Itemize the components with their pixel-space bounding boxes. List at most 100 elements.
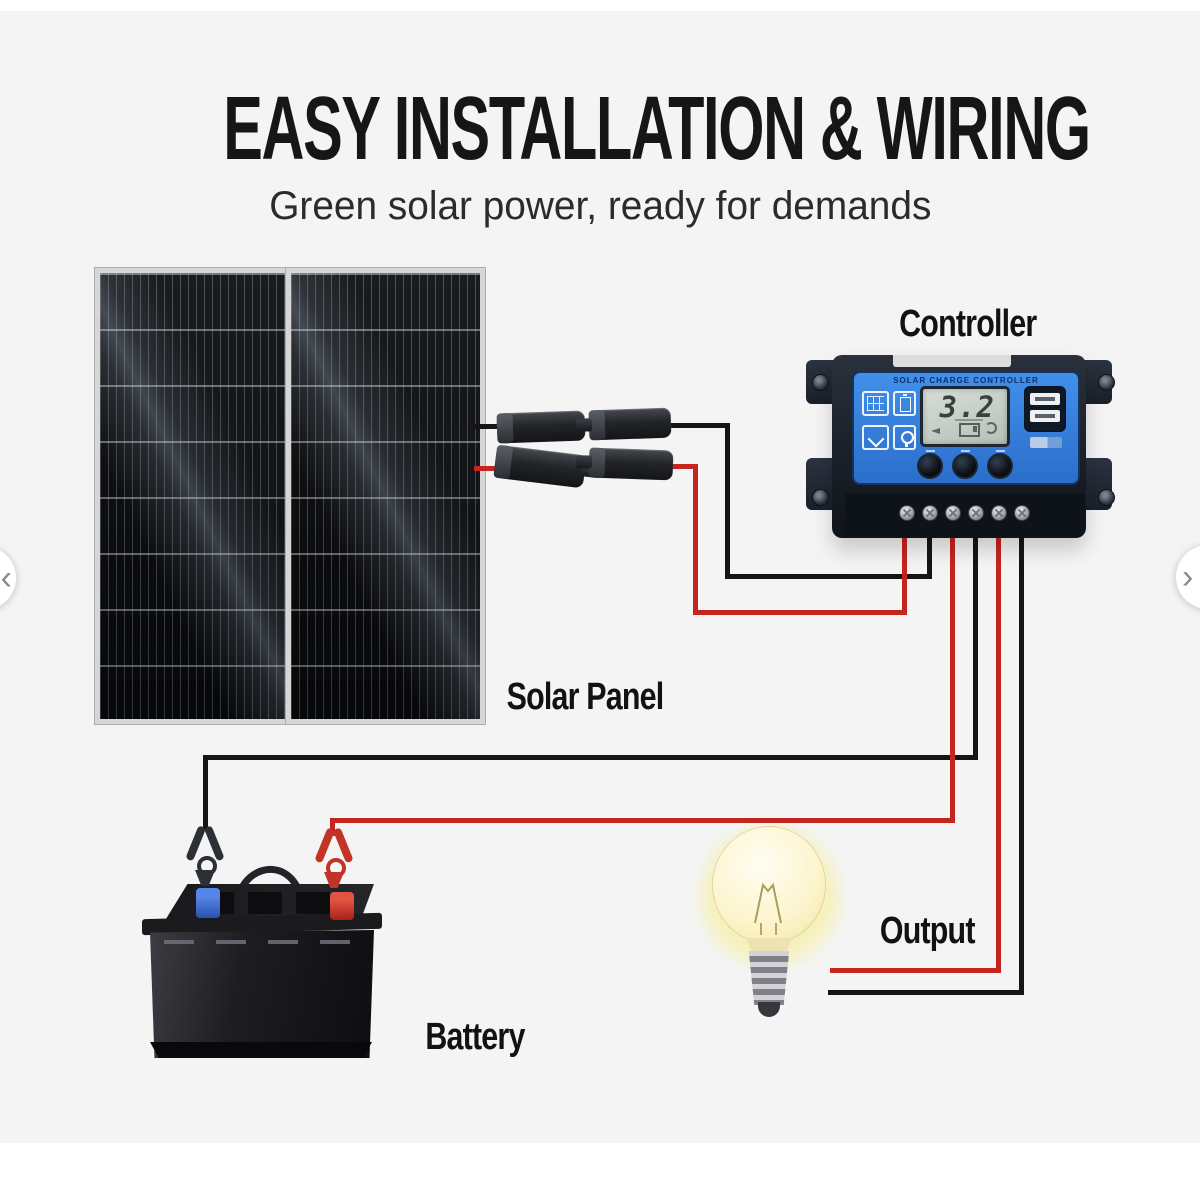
lcd-battery-icon: [955, 419, 983, 437]
bottom-white-band: [0, 1143, 1200, 1184]
terminal-screw-battery-minus: [968, 505, 984, 521]
page-title: EASY INSTALLATION & WIRING: [0, 84, 1200, 174]
terminal-screw-load-minus: [1014, 505, 1030, 521]
pv-positive-wire: [670, 464, 698, 469]
terminal-screw-pv-minus: [922, 505, 938, 521]
battery-discharging-icon: [862, 425, 889, 450]
battery-negative-wire: [973, 519, 978, 760]
usb-output-badge: [1030, 437, 1062, 448]
button-label-mark: [996, 450, 1005, 452]
mc4-connector-male: [575, 407, 672, 441]
lcd-value: 3.2: [939, 390, 995, 424]
battery-positive-wire: [330, 818, 335, 836]
battery-negative-wire: [203, 755, 978, 760]
button-label-mark: [926, 450, 935, 452]
pv-negative-wire: [666, 423, 730, 428]
usb-ports: [1024, 386, 1066, 432]
label-controller: Controller: [868, 305, 1068, 343]
bulb-neck: [746, 938, 792, 953]
load-positive-wire: [996, 519, 1001, 973]
pv-negative-wire: [725, 423, 730, 579]
battery-glyph: [900, 394, 911, 412]
usb-port-icon: [1030, 410, 1060, 422]
pv-panel-icon: [862, 391, 889, 416]
chevron-left-icon: ‹: [0, 559, 12, 597]
battery-charging-icon: [893, 391, 916, 416]
battery-cell-cap: [296, 892, 330, 914]
lamp-glyph: [901, 431, 914, 447]
terminal-screw-battery-plus: [945, 505, 961, 521]
bulb-screw-base: [748, 951, 790, 1005]
mount-screw-hole: [1098, 374, 1115, 391]
mc4-connector-male: [575, 447, 674, 481]
battery-base: [150, 1042, 372, 1058]
terminal-screw-pv-plus: [899, 505, 915, 521]
pv-negative-wire: [474, 424, 506, 429]
mount-screw-hole: [812, 374, 829, 391]
label-output-text: Output: [879, 910, 976, 952]
carousel-next-button[interactable]: ›: [1176, 545, 1200, 609]
controller-brand-text: SOLAR CHARGE CONTROLLER: [893, 376, 1039, 385]
label-solar-panel-text: Solar Panel: [506, 676, 665, 718]
controller-down-button: [987, 453, 1013, 479]
label-output: Output: [827, 912, 1027, 950]
mc4-connector-female: [496, 410, 599, 444]
page-subtitle: Green solar power, ready for demands: [0, 186, 1200, 226]
label-solar-panel: Solar Panel: [485, 678, 685, 716]
carousel-prev-button[interactable]: ‹: [0, 546, 16, 610]
load-negative-wire: [1019, 519, 1024, 995]
solar-panel-left: [95, 268, 292, 724]
label-controller-text: Controller: [899, 303, 1037, 345]
alligator-clip-negative: [181, 824, 229, 888]
battery-positive-wire: [330, 818, 955, 823]
arrow-glyph: [867, 430, 885, 448]
lcd-arrow-icon: [931, 428, 940, 434]
clip-jaw: [195, 870, 215, 886]
pv-positive-wire: [474, 466, 502, 471]
page-subtitle-text: Green solar power, ready for demands: [268, 184, 932, 228]
mount-screw-hole: [812, 489, 829, 506]
label-battery: Battery: [375, 1018, 575, 1056]
pv-positive-wire: [693, 610, 907, 615]
load-lamp-icon: [893, 425, 916, 450]
solar-panel-cells: [291, 273, 480, 719]
pv-negative-wire: [927, 519, 932, 579]
battery-positive-wire: [950, 519, 955, 823]
bulb-contact-tip: [758, 1002, 780, 1017]
button-label-mark: [961, 450, 970, 452]
mc4-nose: [575, 418, 593, 432]
battery-terminal-positive: [330, 892, 354, 920]
controller-top-strip: [893, 355, 1011, 367]
pv-positive-wire: [693, 464, 698, 615]
mc4-nose: [575, 455, 593, 469]
pv-positive-wire: [902, 519, 907, 615]
mount-screw-hole: [1098, 489, 1115, 506]
chevron-right-icon: ›: [1182, 558, 1194, 596]
load-positive-wire: [830, 968, 1001, 973]
battery-front-face: [150, 930, 374, 1058]
controller-menu-button: [917, 453, 943, 479]
solar-panel-right: [286, 268, 485, 724]
page-title-text: EASY INSTALLATION & WIRING: [223, 79, 1091, 179]
bulb-filament: [754, 882, 782, 935]
alligator-clip-positive: [310, 826, 358, 890]
light-bulb: [712, 826, 826, 944]
battery-terminal-negative: [196, 888, 220, 918]
terminal-screw-load-plus: [991, 505, 1007, 521]
usb-port-icon: [1030, 393, 1060, 405]
battery-vent-slots: [164, 940, 362, 944]
lcd-cycle-icon: [985, 422, 997, 434]
terminal-strip: [845, 493, 1085, 535]
load-negative-wire: [828, 990, 1024, 995]
mc4-connector-female: [493, 444, 599, 489]
pv-negative-wire: [725, 574, 932, 579]
controller-lcd: 3.2: [920, 386, 1010, 447]
battery-negative-wire: [203, 755, 208, 830]
solar-panel-cells: [100, 273, 287, 719]
controller-up-button: [952, 453, 978, 479]
clip-jaw: [324, 872, 344, 888]
battery-cell-cap: [248, 892, 282, 914]
pv-grid-glyph: [867, 396, 884, 411]
top-white-band: [0, 0, 1200, 11]
